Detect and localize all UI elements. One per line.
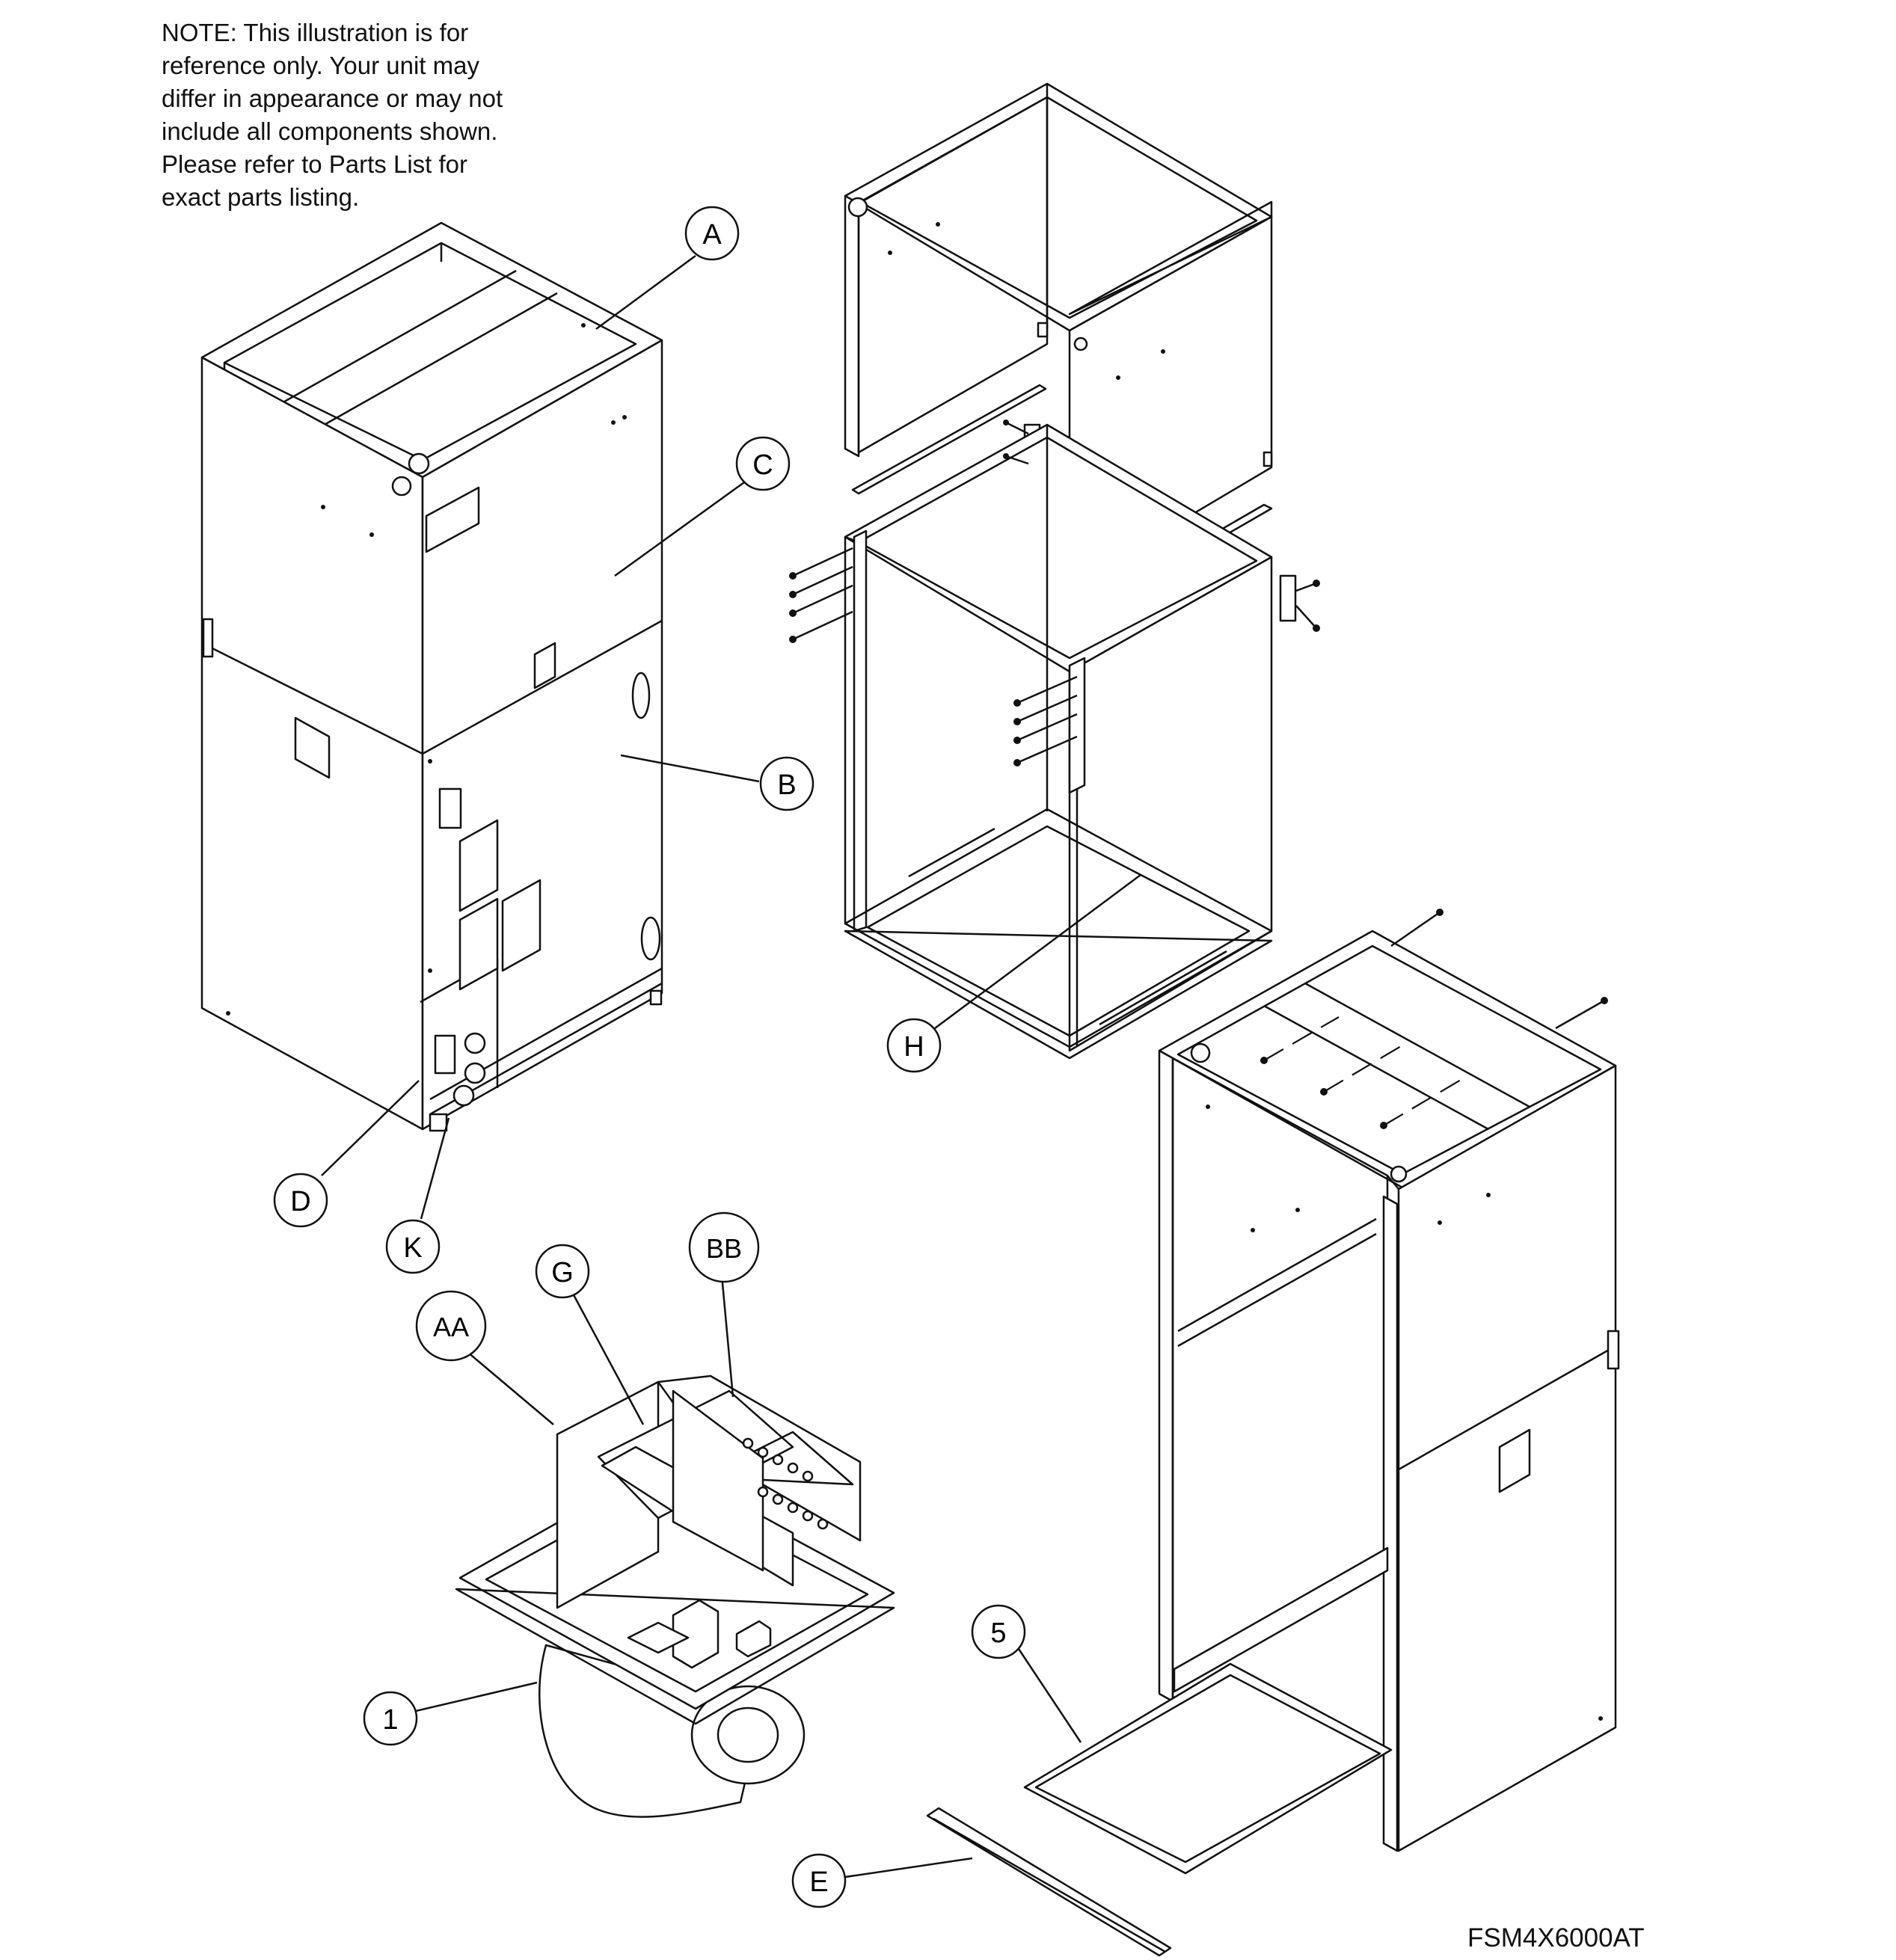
callout-g: G: [535, 1244, 590, 1299]
assembled-air-handler: [200, 221, 663, 1132]
callout-e: E: [791, 1853, 847, 1908]
note-line: exact parts listing.: [162, 183, 360, 211]
callout-e-label: E: [809, 1867, 828, 1898]
callout-k-label: K: [403, 1232, 422, 1264]
callout-a-label: A: [702, 219, 722, 251]
model-number: FSM4X6000AT: [1467, 1923, 1645, 1953]
callout-c: C: [735, 436, 791, 491]
note-line: Please refer to Parts List for: [162, 150, 468, 178]
callout-b: B: [759, 756, 814, 811]
callout-bb-label: BB: [706, 1233, 742, 1264]
open-cabinet: [1023, 909, 1620, 1875]
callout-bb: BB: [688, 1211, 760, 1283]
callout-g-label: G: [551, 1257, 574, 1288]
callout-d-label: D: [290, 1186, 310, 1217]
callout-a: A: [684, 206, 740, 261]
callout-h-label: H: [903, 1031, 924, 1063]
callout-5-label: 5: [990, 1618, 1006, 1649]
callout-1-label: 1: [382, 1704, 398, 1736]
callout-aa-label: AA: [433, 1312, 469, 1342]
callout-c-label: C: [752, 449, 773, 481]
reference-note: NOTE: This illustration is for reference…: [162, 16, 580, 214]
callout-aa: AA: [415, 1290, 487, 1362]
callout-1: 1: [363, 1691, 418, 1746]
note-line: differ in appearance or may not: [162, 85, 503, 112]
note-line: NOTE: This illustration is for: [162, 19, 469, 46]
callout-b-label: B: [777, 769, 796, 801]
blower-assembly: [455, 1374, 895, 1818]
note-line: reference only. Your unit may: [162, 52, 479, 79]
callouts: A C B H D K: [273, 206, 1141, 1908]
note-line: include all components shown.: [162, 117, 498, 145]
callout-5: 5: [971, 1604, 1026, 1659]
callout-k: K: [385, 1219, 441, 1274]
filter-rail: [926, 1807, 1172, 1957]
callout-h: H: [886, 1018, 942, 1073]
exploded-cabinet: [789, 82, 1320, 1060]
callout-d: D: [273, 1173, 328, 1228]
